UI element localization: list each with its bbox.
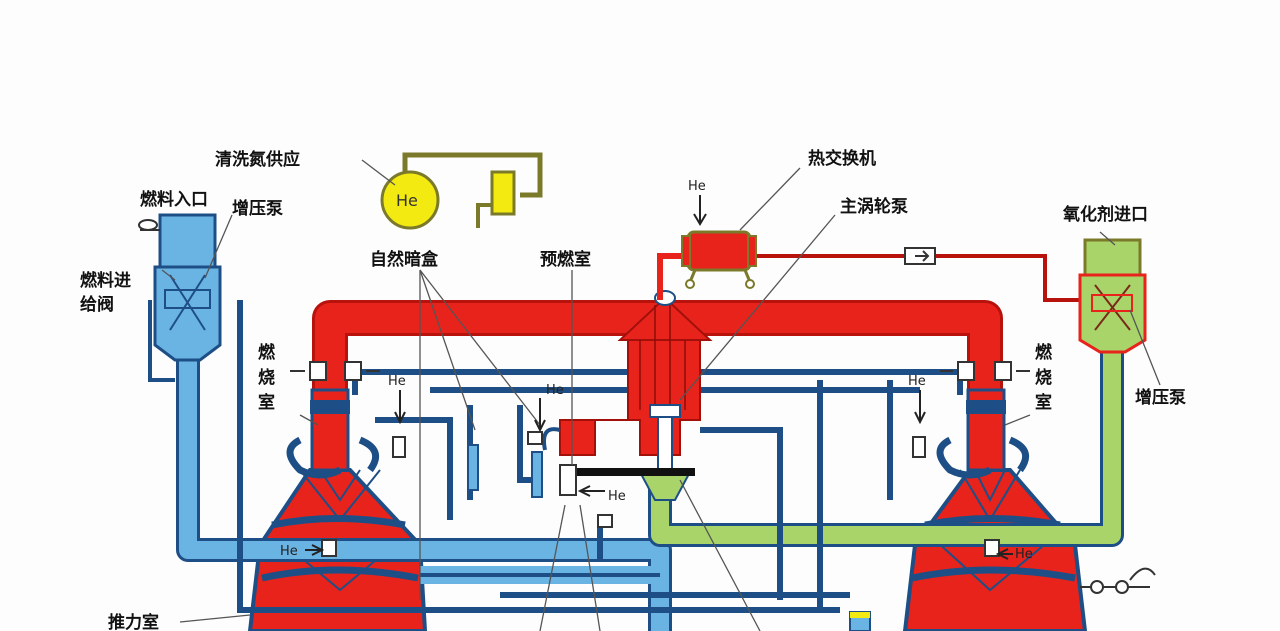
leader-lines [161,159,1161,631]
turbine-shaft-stem [657,416,673,473]
label-combustion-chamber-left-3: 室 [258,392,275,413]
he-left: He [388,374,406,389]
preburner-dome [617,296,713,341]
label-fuel-feed-valve-1: 燃料进 [80,270,131,291]
label-fuel-inlet: 燃料入口 [140,189,208,210]
fuel-boost-pump [138,213,222,382]
he-nozzle-right: He [1015,547,1033,562]
yellow-cap [850,612,870,618]
label-thrust-chamber: 推力室 [108,612,159,631]
helium-supply [380,152,543,230]
label-preburner: 预燃室 [540,249,591,270]
turbine-shaft [649,404,681,418]
label-boost-pump-left: 增压泵 [232,198,283,219]
helium-tank [380,170,440,230]
label-boost-pump-right: 增压泵 [1135,387,1186,408]
preburner-mixer-bar [575,468,695,476]
label-fuel-feed-valve-2: 给阀 [80,294,114,315]
label-oxidizer-inlet: 氧化剂进口 [1062,204,1148,225]
he-center: He [546,383,564,398]
he-arrows [305,390,1013,560]
he-preburner: He [608,489,626,504]
label-combustion-chamber-left-2: 烧 [258,368,275,388]
he-heat-exchanger: He [688,179,706,194]
turbopump-lines [639,305,686,410]
exit-valve-right [1080,567,1156,594]
oxidizer-line [651,340,1121,544]
label-combustion-chamber-right-1: 燃 [1035,342,1053,363]
he-right: He [908,374,926,389]
label-purge-helium-supply: 清洗氮供应 [215,149,300,170]
he-tank: He [396,191,418,210]
combustion-chamber-right-band [966,400,1006,414]
oxidizer-boost-pump [1078,238,1147,354]
he-nozzle-left: He [280,544,298,559]
label-heat-exchanger: 热交换机 [808,148,876,169]
main-turbopump-body [559,339,701,456]
injector-coils [286,436,1030,479]
label-combustion-chamber-right-2: 烧 [1035,368,1052,388]
label-combustion-chamber-left-1: 燃 [258,342,276,363]
preburner-connector-arc [542,427,561,451]
label-main-turbopump: 主涡轮泵 [840,196,908,217]
label-combustion-chamber-right-3: 室 [1035,392,1052,413]
valves [309,361,1012,557]
combustion-chamber-left-band [310,400,350,414]
nozzle-cooling-bands [261,515,1076,582]
heat-exchanger [657,195,1105,302]
label-igniter: 自然暗盒 [370,249,439,270]
